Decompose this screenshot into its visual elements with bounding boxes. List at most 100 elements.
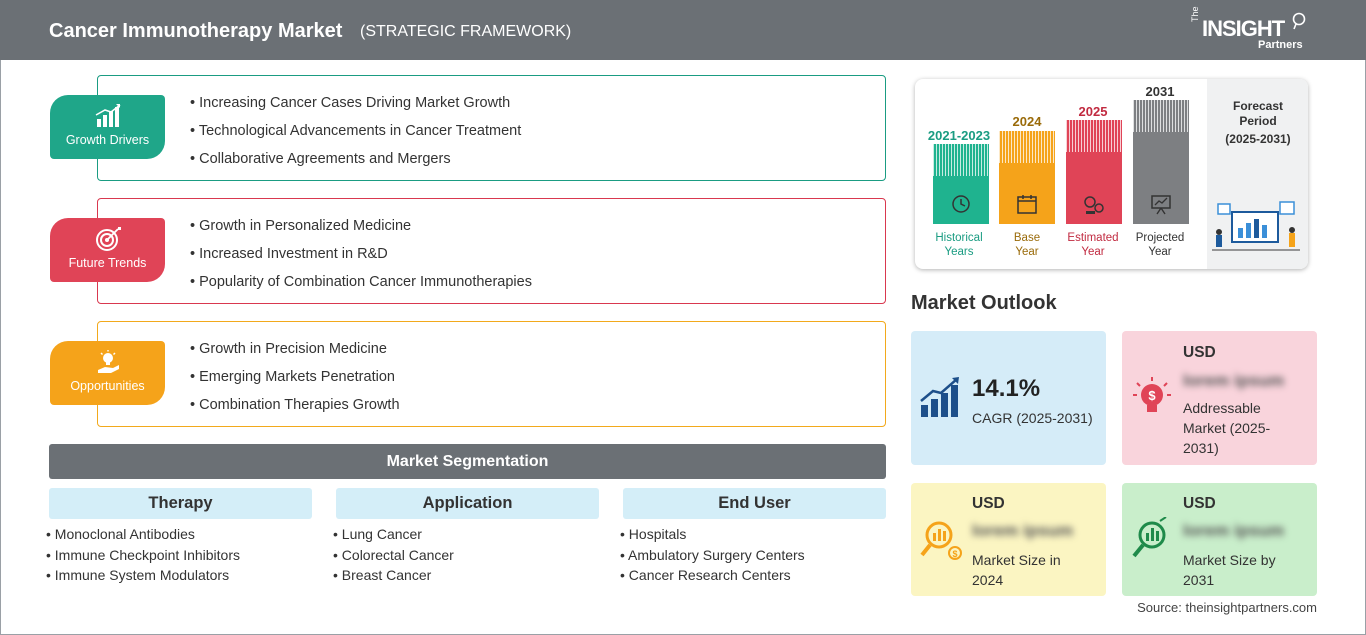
growth-chart-icon xyxy=(920,377,959,417)
opportunities-list: Growth in Precision Medicine Emerging Ma… xyxy=(190,339,400,423)
future-trends-list: Growth in Personalized Medicine Increase… xyxy=(190,216,532,300)
logo-bulb-icon xyxy=(1292,12,1306,30)
list-item: Cancer Research Centers xyxy=(620,566,805,587)
list-item: Increased Investment in R&D xyxy=(190,244,532,272)
opportunities-badge: Opportunities xyxy=(50,341,165,405)
logo-the: The xyxy=(1190,6,1200,22)
svg-text:$: $ xyxy=(1148,388,1156,403)
badge-label: Growth Drivers xyxy=(65,133,150,147)
market-size-2024-label: Market Size in 2024 xyxy=(972,552,1061,588)
usd-label: USD xyxy=(1183,495,1216,512)
list-item: Breast Cancer xyxy=(333,566,454,587)
insight-partners-logo[interactable]: The INSIGHT Partners xyxy=(1190,6,1310,54)
growth-drivers-box: Increasing Cancer Cases Driving Market G… xyxy=(97,75,886,181)
year-base: 2024 xyxy=(1012,114,1042,129)
list-item: Ambulatory Surgery Centers xyxy=(620,546,805,567)
segment-heading-end-user: End User xyxy=(623,488,886,519)
source-text[interactable]: Source: theinsightpartners.com xyxy=(1137,600,1317,615)
bar-historical xyxy=(933,144,989,224)
page-title: Cancer Immunotherapy Market xyxy=(49,20,343,42)
list-item: Hospitals xyxy=(620,525,805,546)
caption-line: Historical xyxy=(935,232,983,244)
page-subtitle: (STRATEGIC FRAMEWORK) xyxy=(360,23,572,40)
logo-partners: Partners xyxy=(1258,39,1303,51)
future-trends-badge: Future Trends xyxy=(50,218,165,282)
growth-drivers-list: Increasing Cancer Cases Driving Market G… xyxy=(190,93,521,177)
caption-line: Base xyxy=(1013,232,1041,244)
forecast-range: (2025-2031) xyxy=(1225,132,1291,146)
bar-base xyxy=(999,131,1055,224)
market-outlook-title: Market Outlook xyxy=(911,292,1057,314)
magnifier-chart-icon xyxy=(1132,517,1167,558)
year-projected: 2031 xyxy=(1145,84,1175,99)
cagr-label: CAGR (2025-2031) xyxy=(972,410,1093,426)
market-segmentation-bar: Market Segmentation xyxy=(49,444,886,479)
list-item: Technological Advancements in Cancer Tre… xyxy=(190,121,521,149)
bar-stripes xyxy=(1133,100,1189,132)
caption-line: Estimated xyxy=(1067,232,1119,244)
list-item: Emerging Markets Penetration xyxy=(190,367,400,395)
badge-label: Opportunities xyxy=(70,379,145,393)
therapy-list: Monoclonal Antibodies Immune Checkpoint … xyxy=(46,525,240,587)
caption-line: Year xyxy=(1081,246,1105,258)
opportunities-box: Growth in Precision Medicine Emerging Ma… xyxy=(97,321,886,427)
market-size-2031-card: USD lorem ipsum Market Size by 2031 xyxy=(1122,483,1317,596)
list-item: Colorectal Cancer xyxy=(333,546,454,567)
svg-text:$: $ xyxy=(952,549,957,559)
segment-heading-therapy: Therapy xyxy=(49,488,312,519)
target-icon xyxy=(95,227,121,251)
market-size-2031-label: Market Size by 2031 xyxy=(1183,552,1276,588)
analytics-illustration-icon xyxy=(1212,201,1300,251)
history-icon xyxy=(952,195,970,213)
calendar-icon xyxy=(1017,195,1037,214)
list-item: Growth in Personalized Medicine xyxy=(190,216,532,244)
year-historical: 2021-2023 xyxy=(927,128,991,143)
bar-estimated xyxy=(1066,120,1122,224)
list-item: Popularity of Combination Cancer Immunot… xyxy=(190,272,532,300)
blurred-value: lorem ipsum xyxy=(972,521,1074,540)
segment-heading-application: Application xyxy=(336,488,599,519)
market-size-2024-card: $ USD lorem ipsum Market Size in 2024 xyxy=(911,483,1106,596)
list-item: Growth in Precision Medicine xyxy=(190,339,400,367)
forecast-line: Forecast xyxy=(1232,99,1284,113)
cagr-value: 14.1% xyxy=(972,375,1041,402)
application-list: Lung Cancer Colorectal Cancer Breast Can… xyxy=(333,525,454,587)
growth-drivers-badge: Growth Drivers xyxy=(50,95,165,159)
usd-label: USD xyxy=(972,495,1005,512)
idea-dollar-icon: $ xyxy=(1133,377,1171,412)
bar-growth-icon xyxy=(95,104,120,127)
presentation-icon xyxy=(1151,195,1171,215)
lightbulb-hand-icon xyxy=(97,350,119,373)
year-estimated: 2025 xyxy=(1078,104,1108,119)
caption-line: Projected xyxy=(1135,232,1185,244)
addressable-market-card: $ USD lorem ipsum Addressable Market (20… xyxy=(1122,331,1317,465)
logo-insight: INSIGHT xyxy=(1202,16,1285,41)
forecast-line: Period xyxy=(1239,114,1277,128)
list-item: Immune Checkpoint Inhibitors xyxy=(46,546,240,567)
badge-label: Future Trends xyxy=(68,256,147,270)
header-bar: Cancer Immunotherapy Market (STRATEGIC F… xyxy=(0,0,1366,60)
caption-line: Year xyxy=(1015,246,1039,258)
addressable-label: Addressable Market (2025-2031) xyxy=(1183,400,1271,456)
list-item: Increasing Cancer Cases Driving Market G… xyxy=(190,93,521,121)
list-item: Immune System Modulators xyxy=(46,566,240,587)
blurred-value: lorem ipsum xyxy=(1183,521,1285,540)
bar-stripes xyxy=(999,131,1055,163)
gears-icon xyxy=(1084,196,1104,214)
future-trends-box: Growth in Personalized Medicine Increase… xyxy=(97,198,886,304)
bar-projected xyxy=(1133,100,1189,224)
usd-label: USD xyxy=(1183,344,1216,361)
cagr-card: 14.1% CAGR (2025-2031) xyxy=(911,331,1106,465)
forecast-period-label: Forecast Period (2025-2031) xyxy=(1212,99,1304,147)
caption-line: Years xyxy=(944,246,974,258)
list-item: Lung Cancer xyxy=(333,525,454,546)
caption-line: Year xyxy=(1148,246,1172,258)
bar-stripes xyxy=(1066,120,1122,152)
bar-stripes xyxy=(933,144,989,176)
blurred-value: lorem ipsum xyxy=(1183,371,1285,390)
list-item: Combination Therapies Growth xyxy=(190,395,399,423)
